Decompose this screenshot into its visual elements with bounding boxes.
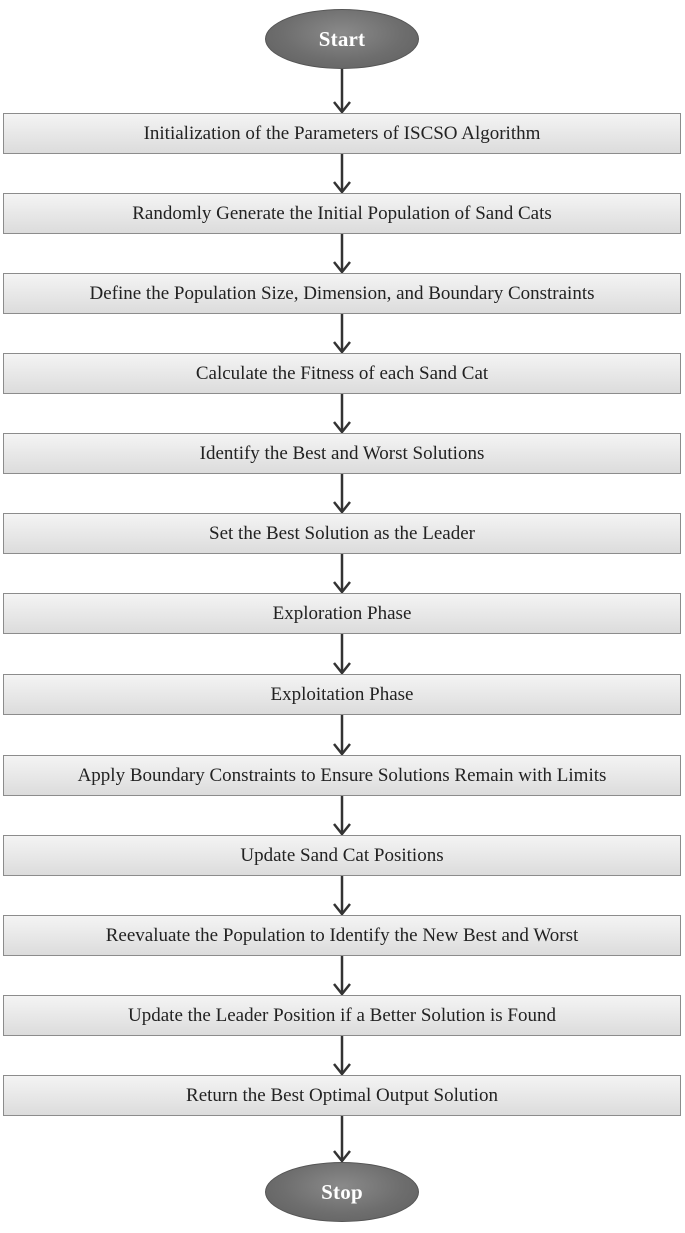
start-label: Start <box>318 26 366 51</box>
flow-arrow <box>332 314 352 354</box>
flow-arrow <box>332 69 352 114</box>
flow-arrow <box>332 1116 352 1163</box>
flow-arrow <box>332 956 352 996</box>
flow-arrow <box>332 634 352 675</box>
process-step: Define the Population Size, Dimension, a… <box>3 273 681 314</box>
step-label: Exploration Phase <box>272 602 412 624</box>
step-label: Reevaluate the Population to Identify th… <box>105 924 579 946</box>
flow-arrow <box>332 796 352 836</box>
process-step: Randomly Generate the Initial Population… <box>3 193 681 234</box>
stop-label: Stop <box>321 1179 363 1204</box>
step-label: Exploitation Phase <box>270 683 414 705</box>
flow-arrow <box>332 1036 352 1076</box>
process-step: Identify the Best and Worst Solutions <box>3 433 681 474</box>
step-label: Initialization of the Parameters of ISCS… <box>143 122 541 144</box>
step-label: Identify the Best and Worst Solutions <box>199 442 485 464</box>
flow-arrow <box>332 876 352 916</box>
flow-arrow <box>332 234 352 274</box>
process-step: Exploitation Phase <box>3 674 681 715</box>
process-step: Exploration Phase <box>3 593 681 634</box>
process-step: Set the Best Solution as the Leader <box>3 513 681 554</box>
step-label: Update Sand Cat Positions <box>240 844 444 866</box>
step-label: Set the Best Solution as the Leader <box>209 522 475 544</box>
step-label: Calculate the Fitness of each Sand Cat <box>195 362 489 384</box>
process-step: Update Sand Cat Positions <box>3 835 681 876</box>
step-label: Randomly Generate the Initial Population… <box>132 202 552 224</box>
process-step: Initialization of the Parameters of ISCS… <box>3 113 681 154</box>
step-label: Apply Boundary Constraints to Ensure Sol… <box>77 764 607 786</box>
step-label: Update the Leader Position if a Better S… <box>128 1004 556 1026</box>
process-step: Calculate the Fitness of each Sand Cat <box>3 353 681 394</box>
flow-arrow <box>332 715 352 756</box>
process-step: Return the Best Optimal Output Solution <box>3 1075 681 1116</box>
process-step: Reevaluate the Population to Identify th… <box>3 915 681 956</box>
step-label: Define the Population Size, Dimension, a… <box>89 282 595 304</box>
flow-arrow <box>332 554 352 594</box>
flow-arrow <box>332 394 352 434</box>
flow-arrow <box>332 474 352 514</box>
step-label: Return the Best Optimal Output Solution <box>186 1084 498 1106</box>
stop-terminal: Stop <box>265 1162 419 1222</box>
flow-arrow <box>332 154 352 194</box>
start-terminal: Start <box>265 9 419 69</box>
process-step: Apply Boundary Constraints to Ensure Sol… <box>3 755 681 796</box>
process-step: Update the Leader Position if a Better S… <box>3 995 681 1036</box>
